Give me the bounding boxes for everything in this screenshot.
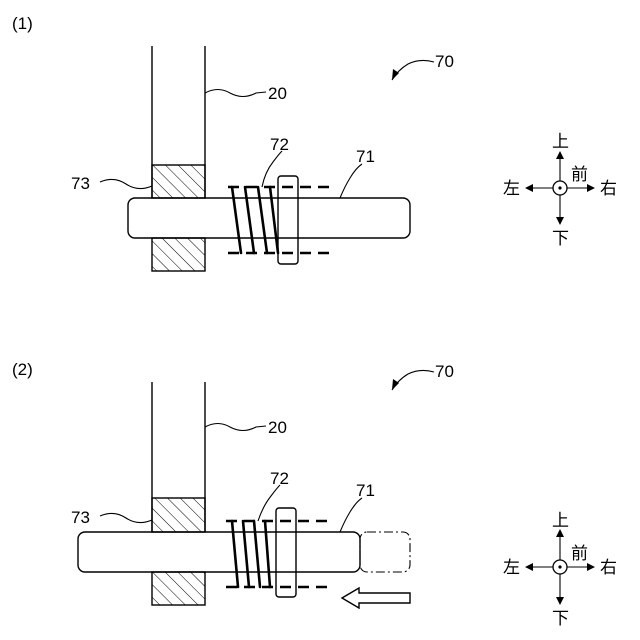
ref-70-arrowhead <box>392 69 399 80</box>
block-73-top <box>152 498 205 532</box>
dir-down-label: 下 <box>552 609 569 629</box>
dir-up-label: 上 <box>552 132 569 152</box>
dir-right-label: 右 <box>600 558 617 578</box>
ref-70-leader <box>392 370 434 390</box>
push-arrow <box>342 588 410 608</box>
dir-front-label: 前 <box>571 165 588 185</box>
panel-label: (2) <box>12 360 33 379</box>
ref-72-leader <box>262 151 282 187</box>
panel-2: (2) 70 20 73 71 72 <box>12 360 617 629</box>
ref-70-label: 70 <box>435 52 454 71</box>
spring-72-coils <box>232 187 278 253</box>
ref-20-leader <box>205 90 266 97</box>
ref-73-leader <box>100 513 152 522</box>
dir-down-label: 下 <box>552 229 569 249</box>
ref-71-leader <box>340 498 362 532</box>
direction-indicator: 上 下 左 右 前 <box>503 511 617 629</box>
ref-70-leader <box>392 60 434 80</box>
pin-71 <box>78 532 360 572</box>
ref-71-label: 71 <box>356 481 375 500</box>
pin-71 <box>128 198 410 238</box>
dir-left-label: 左 <box>503 179 520 199</box>
block-73-bottom <box>152 238 205 271</box>
panel-1: (1) 70 20 73 71 72 <box>12 14 617 271</box>
dir-up-label: 上 <box>552 511 569 531</box>
ref-20-leader <box>205 424 266 431</box>
ref-20-label: 20 <box>268 84 287 103</box>
ref-73-label: 73 <box>71 174 90 193</box>
block-73-bottom <box>152 572 205 605</box>
dir-left-label: 左 <box>503 558 520 578</box>
direction-indicator: 上 下 左 右 前 <box>503 132 617 249</box>
block-73-top <box>152 165 205 198</box>
ref-72-label: 72 <box>270 135 289 154</box>
pin-71-original-outline <box>360 532 410 572</box>
ref-72-label: 72 <box>270 469 289 488</box>
ref-71-label: 71 <box>356 147 375 166</box>
ref-70-label: 70 <box>435 362 454 381</box>
panel-label: (1) <box>12 14 33 33</box>
ref-73-label: 73 <box>71 508 90 527</box>
ref-71-leader <box>340 164 362 198</box>
ref-20-label: 20 <box>268 418 287 437</box>
dir-right-label: 右 <box>600 179 617 199</box>
spring-72-coils <box>232 521 270 587</box>
ref-73-leader <box>100 179 152 188</box>
dir-front-label: 前 <box>571 544 588 564</box>
ref-70-arrowhead <box>392 379 399 390</box>
spring-retainer-plate <box>278 176 298 264</box>
